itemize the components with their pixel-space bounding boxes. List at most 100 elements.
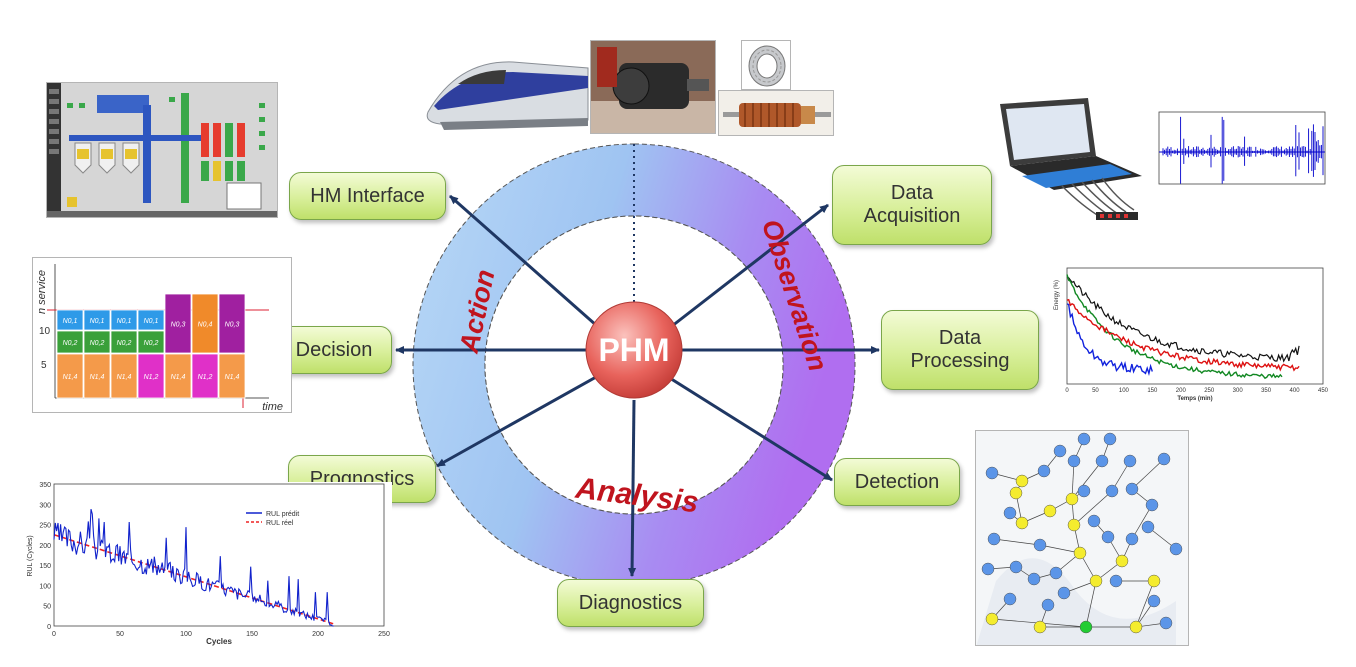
rul-ytick: 150: [39, 563, 51, 570]
arrow-diagnostics: [628, 399, 637, 577]
box-data-processing-line2: Processing: [910, 350, 1010, 372]
bayes-node: [1049, 566, 1063, 580]
decision-cell: [137, 353, 165, 399]
bayes-node: [987, 532, 1001, 546]
processing-xtick: 250: [1204, 388, 1215, 394]
rotor-photo: [718, 90, 834, 136]
rul-xtick: 50: [116, 631, 124, 638]
bayes-edge: [1073, 490, 1113, 526]
phm-center: [585, 301, 683, 399]
bayes-node: [1147, 574, 1161, 588]
bayes-edge: [993, 538, 1041, 546]
decision-cell-label: N0,3: [171, 322, 186, 329]
bayes-node: [1147, 594, 1161, 608]
decision-cell-label: N0,1: [144, 318, 159, 325]
bayes-node: [1077, 484, 1091, 498]
bayes-node: [1037, 464, 1051, 478]
rul-pred-line: [53, 508, 334, 627]
box-data-acquisition-line1: Data: [890, 182, 934, 204]
bayes-edge: [1131, 458, 1165, 490]
bayes-node: [1033, 620, 1047, 634]
decision-cell: [83, 309, 111, 331]
box-data-processing: Data Processing: [881, 310, 1039, 390]
bayes-node: [1043, 504, 1057, 518]
bayes-node: [1103, 432, 1117, 446]
decision-cell: [110, 309, 138, 331]
motor-image: [591, 41, 715, 133]
decision-cell-label: N1,4: [171, 374, 186, 381]
decision-cell-label: N1,4: [225, 374, 240, 381]
train-photo: [418, 40, 596, 134]
processing-ylabel: Energy (%): [1054, 280, 1060, 310]
decision-cell: [83, 330, 111, 354]
bayes-network-svg: [976, 431, 1188, 645]
processing-xtick: 350: [1261, 388, 1272, 394]
bayes-node: [1003, 592, 1017, 606]
decision-cell: [191, 293, 219, 354]
hmi-screenshot: [46, 82, 278, 218]
decision-cell: [137, 330, 165, 354]
decision-cell: [137, 309, 165, 331]
rul-ytick: 50: [43, 604, 51, 611]
arrow-data-acquisition: [662, 203, 829, 335]
processing-xtick: 0: [1065, 388, 1069, 394]
processing-xtick: 450: [1318, 388, 1329, 394]
bayes-edge: [1131, 504, 1153, 540]
bayes-edge: [1071, 460, 1075, 500]
bayes-edge: [1135, 580, 1155, 628]
bayes-node: [1053, 444, 1067, 458]
decision-cell-label: N0,4: [198, 322, 213, 329]
decision-cell: [218, 353, 246, 399]
bayes-node: [1027, 572, 1041, 586]
box-data-processing-line1: Data: [938, 327, 982, 349]
decision-cell: [56, 309, 84, 331]
decision-ytick-10: 10: [39, 326, 51, 337]
bayes-node: [1015, 516, 1029, 530]
bayes-node: [1109, 574, 1123, 588]
bayes-node: [1145, 498, 1159, 512]
series-blue: [1066, 303, 1153, 376]
decision-cell-label: N1,2: [144, 374, 159, 381]
bayes-node: [985, 466, 999, 480]
train-image: [426, 61, 589, 130]
bayes-node: [1009, 560, 1023, 574]
bayes-node: [1079, 620, 1093, 634]
bayes-node: [1009, 486, 1023, 500]
bayes-node: [1159, 616, 1173, 630]
bayes-node: [981, 562, 995, 576]
box-decision-label: Decision: [295, 338, 373, 361]
processing-xtick: 150: [1147, 388, 1158, 394]
bayes-node: [1115, 554, 1129, 568]
bearing-image: [748, 45, 786, 87]
decision-cell: [218, 293, 246, 354]
decision-cell-label: N0,2: [144, 340, 159, 347]
rul-ylabel: RUL (Cycles): [27, 535, 34, 576]
decision-cell: [191, 353, 219, 399]
processing-xlabel: Temps (min): [1177, 396, 1212, 402]
decision-cell: [56, 353, 84, 399]
arrow-hm-interface: [449, 194, 606, 335]
arrow-detection: [664, 373, 833, 482]
decision-cell-label: N1,2: [198, 374, 213, 381]
decision-cell-label: N0,1: [63, 318, 78, 325]
decision-cell-label: N0,1: [117, 318, 132, 325]
arrow-prognostics: [436, 370, 606, 468]
decision-cell-label: N0,1: [90, 318, 105, 325]
bayes-node: [1073, 546, 1087, 560]
bayes-node: [1129, 620, 1143, 634]
box-data-acquisition-line2: Acquisition: [863, 205, 961, 227]
decision-ytick-5: 5: [41, 360, 47, 371]
bayes-node: [1125, 532, 1139, 546]
bayes-node: [1087, 514, 1101, 528]
bayes-node: [1141, 520, 1155, 534]
decision-cell-label: N0,2: [117, 340, 132, 347]
rul-ytick: 100: [39, 583, 51, 590]
signal-plot-svg: [1158, 111, 1326, 185]
bayes-node: [985, 612, 999, 626]
rul-ytick: 200: [39, 543, 51, 550]
